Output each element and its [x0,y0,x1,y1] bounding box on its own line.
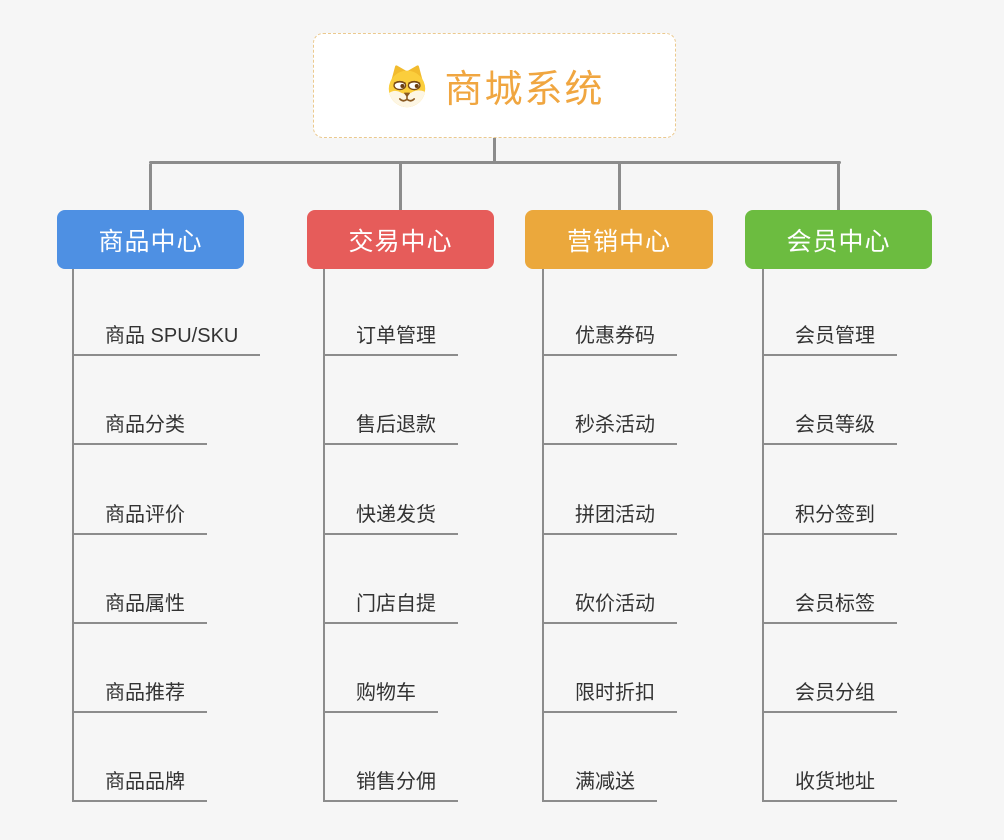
connector-branch-trunk [323,269,325,802]
sub-topic[interactable]: 积分签到 [762,503,897,535]
connector-horizontal [149,161,841,164]
sub-topic[interactable]: 商品分类 [72,413,207,445]
connector-root-stem [493,138,496,161]
sub-topic[interactable]: 售后退款 [323,413,458,445]
sub-topic[interactable]: 收货地址 [762,770,897,802]
sub-topic[interactable]: 优惠券码 [542,324,677,356]
sub-topic[interactable]: 商品品牌 [72,770,207,802]
sub-topic[interactable]: 商品 SPU/SKU [72,324,261,356]
dog-face-icon [389,64,426,107]
connector-branch-stub [617,164,621,210]
branch-topic-label: 交易中心 [348,227,453,256]
branch-topic[interactable]: 会员中心 [745,210,932,269]
sub-topic[interactable]: 满减送 [542,770,657,802]
sub-topic[interactable]: 秒杀活动 [542,413,677,445]
sub-topic[interactable]: 购物车 [323,681,438,713]
sub-topic[interactable]: 商品属性 [72,592,207,624]
root-topic[interactable]: 商城系统 [313,33,676,138]
sub-topic[interactable]: 会员等级 [762,413,897,445]
sub-topic[interactable]: 限时折扣 [542,681,677,713]
connector-branch-trunk [762,269,764,802]
connector-branch-trunk [542,269,544,802]
sub-topic[interactable]: 拼团活动 [542,503,677,535]
sub-topic[interactable]: 砍价活动 [542,592,677,624]
connector-branch-stub [399,164,402,210]
branch-topic[interactable]: 商品中心 [57,210,244,269]
sub-topic[interactable]: 会员分组 [762,681,897,713]
branch-topic[interactable]: 营销中心 [525,210,713,269]
branch-topic[interactable]: 交易中心 [307,210,494,269]
branch-topic-label: 营销中心 [566,227,671,256]
sub-topic[interactable]: 门店自提 [323,592,458,624]
sub-topic[interactable]: 快递发货 [323,503,458,535]
sub-topic[interactable]: 销售分佣 [323,770,458,802]
connector-branch-trunk [72,269,74,802]
sub-topic[interactable]: 商品评价 [72,503,207,535]
connector-branch-stub [149,164,152,210]
sub-topic[interactable]: 订单管理 [323,324,458,356]
sub-topic[interactable]: 会员管理 [762,324,897,356]
branch-topic-label: 商品中心 [98,227,203,256]
branch-topic-label: 会员中心 [786,227,891,256]
sub-topic[interactable]: 商品推荐 [72,681,207,713]
sub-topic[interactable]: 会员标签 [762,592,897,624]
root-topic-label: 商城系统 [444,69,605,111]
connector-branch-stub [837,164,840,210]
